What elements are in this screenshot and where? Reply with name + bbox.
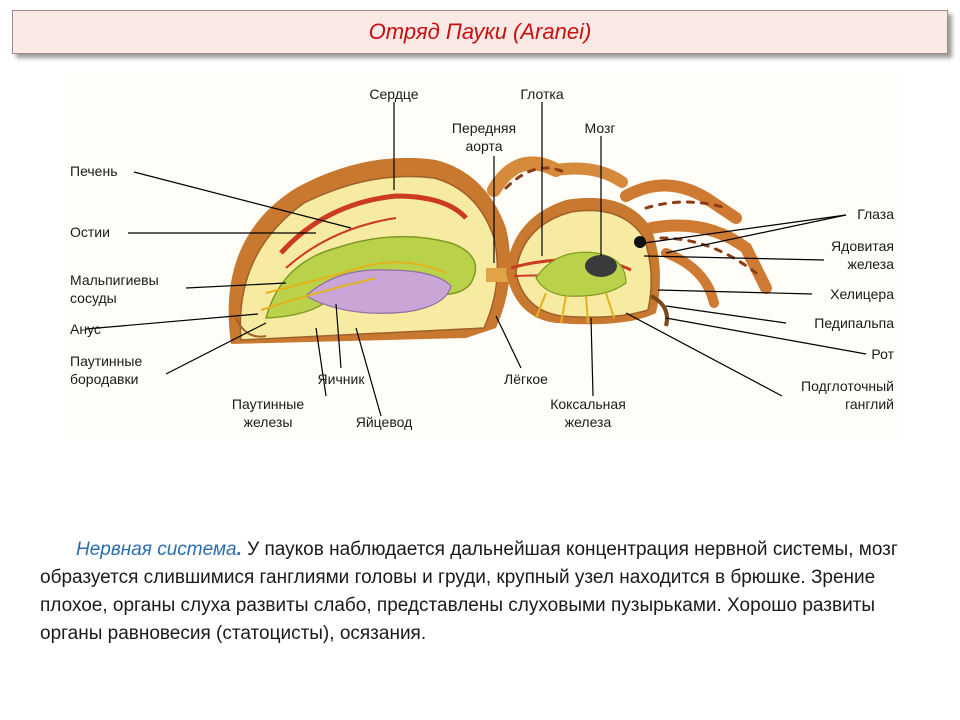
- label-eyes: Глаза: [857, 206, 894, 222]
- label-pedipalp: Педипальпа: [814, 315, 894, 331]
- label-malpighian-1: Мальпигиевы: [70, 272, 159, 288]
- label-silk-glands-1: Паутинные: [231, 396, 305, 412]
- abdomen: [228, 157, 511, 344]
- brain-ganglion-icon: [585, 255, 617, 277]
- description-paragraph: Нервная система. У пауков наблюдается да…: [40, 536, 920, 648]
- label-spinnerets-1: Паутинные: [70, 353, 143, 369]
- legs: [487, 156, 772, 308]
- label-subpharyngeal-2: ганглий: [845, 396, 894, 412]
- cephalothorax: [506, 197, 669, 327]
- label-spinnerets-2: бородавки: [70, 371, 139, 387]
- label-aorta-1: Передняя: [451, 120, 517, 136]
- label-aorta-2: аорта: [465, 138, 503, 154]
- label-ostia: Остии: [70, 224, 110, 240]
- label-pharynx: Глотка: [520, 86, 564, 102]
- slide-title: Отряд Пауки (Aranei): [368, 19, 592, 44]
- label-ovary: Яичник: [317, 371, 365, 387]
- title-box: Отряд Пауки (Aranei): [12, 10, 948, 54]
- paragraph-heading: Нервная система: [76, 539, 237, 560]
- label-chelicera: Хелицера: [830, 286, 894, 302]
- label-silk-glands-2: железы: [243, 414, 293, 430]
- leader-lines: [85, 102, 867, 417]
- paragraph-text: У пауков наблюдается дальнейшая концентр…: [40, 539, 898, 644]
- label-venom-1: Ядовитая: [831, 238, 894, 254]
- label-brain: Мозг: [584, 120, 616, 136]
- label-coxal-1: Коксальная: [550, 396, 626, 412]
- label-subpharyngeal-1: Подглоточный: [801, 378, 894, 394]
- spider-anatomy-figure: Сердце Глотка Передняя аорта Мозг Печень…: [66, 78, 900, 436]
- label-venom-2: железа: [847, 256, 894, 272]
- label-lung: Лёгкое: [504, 371, 548, 387]
- paragraph-heading-dot: .: [236, 539, 242, 560]
- label-mouth: Рот: [871, 346, 894, 362]
- label-malpighian-2: сосуды: [70, 290, 117, 306]
- label-anus: Анус: [70, 321, 101, 337]
- label-oviduct: Яйцевод: [355, 414, 413, 430]
- label-liver: Печень: [70, 163, 118, 179]
- label-heart: Сердце: [369, 86, 419, 102]
- label-coxal-2: железа: [564, 414, 612, 430]
- spider-anatomy-drawing: [85, 102, 867, 417]
- eye-icon: [634, 236, 646, 248]
